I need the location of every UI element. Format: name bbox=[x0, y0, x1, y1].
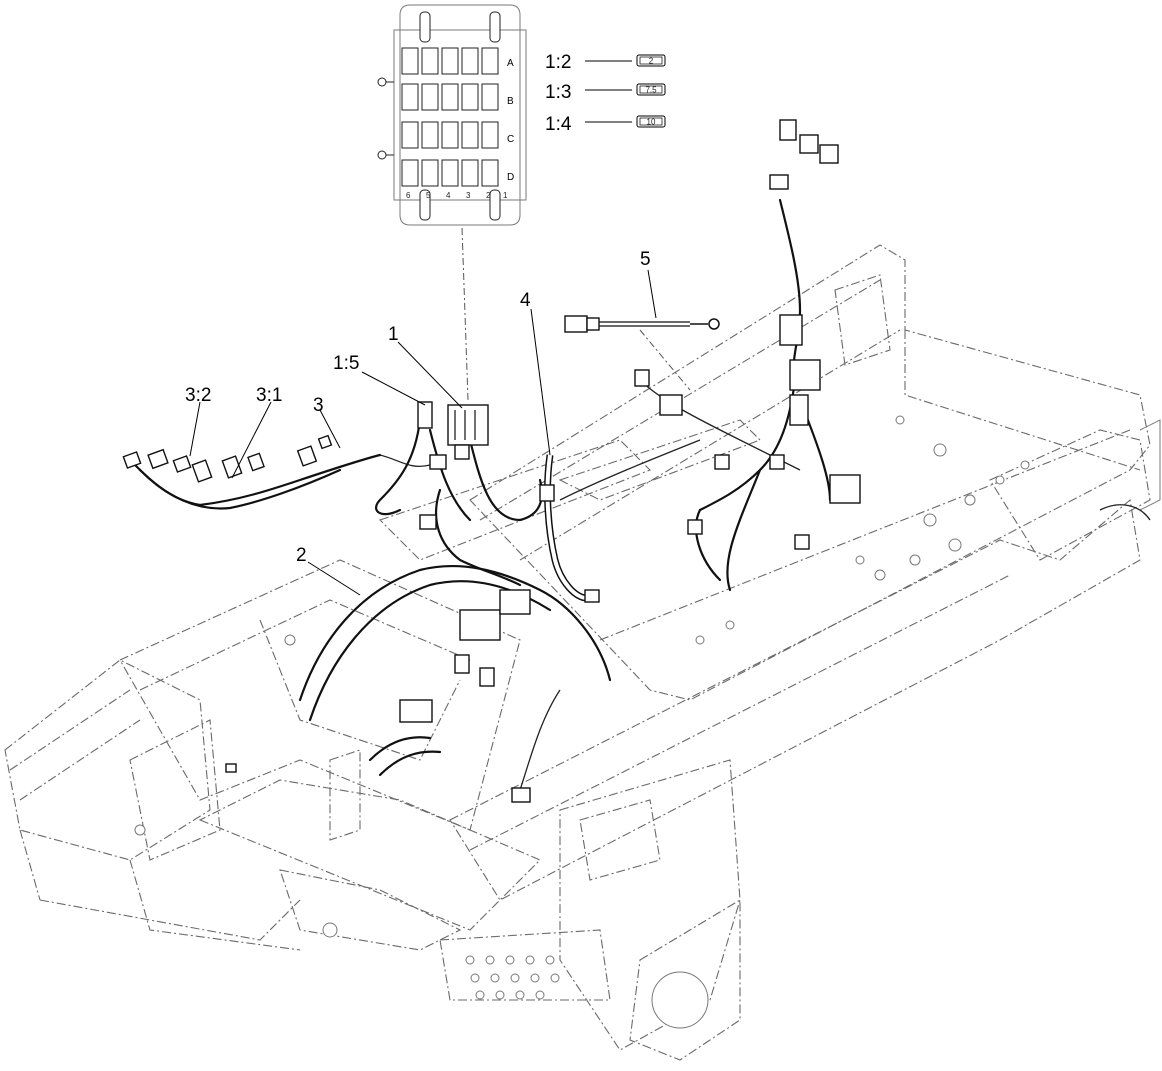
harness-2 bbox=[225, 564, 612, 803]
callout-3-2: 3:2 bbox=[185, 385, 211, 406]
fuse-rating-10: 10 bbox=[647, 118, 656, 127]
pos-number-2: 2 bbox=[486, 191, 491, 200]
row-letter-b: B bbox=[507, 96, 514, 107]
callout-1-2: 1:2 bbox=[545, 52, 571, 73]
callout-4: 4 bbox=[520, 290, 531, 311]
fuse-row-b bbox=[401, 83, 499, 111]
callout-3-1: 3:1 bbox=[256, 385, 282, 406]
pos-number-4: 4 bbox=[446, 191, 451, 200]
harness-4 bbox=[539, 454, 600, 603]
callout-1: 1 bbox=[388, 324, 399, 345]
callout-1-3: 1:3 bbox=[545, 82, 571, 103]
harness-3 bbox=[122, 434, 431, 510]
chassis-frame-drawing bbox=[4, 244, 1161, 1061]
leader-lines bbox=[189, 269, 657, 596]
harness-right bbox=[559, 119, 1151, 592]
battery-cable-icon bbox=[564, 315, 720, 333]
fuse-block-detail: A B C D 6 5 4 3 2 1 bbox=[377, 4, 527, 226]
callout-2: 2 bbox=[296, 545, 307, 566]
row-letter-c: C bbox=[507, 134, 514, 145]
row-letter-d: D bbox=[507, 172, 514, 183]
callout-1-4: 1:4 bbox=[545, 114, 572, 135]
harness-1 bbox=[375, 401, 543, 587]
fuse-legend: 2 7.5 10 bbox=[585, 54, 666, 128]
fuse-block-icon bbox=[447, 404, 489, 446]
fuse-row-c bbox=[401, 121, 499, 149]
callout-1-5: 1:5 bbox=[333, 353, 359, 374]
step-plate-holes bbox=[465, 955, 560, 1000]
fuse-row-a bbox=[401, 47, 499, 75]
fuse-rating-7-5: 7.5 bbox=[645, 86, 657, 95]
callout-labels: 1:2 1:3 1:4 1 1:5 3:2 3:1 3 4 5 2 bbox=[185, 52, 651, 566]
callout-5: 5 bbox=[640, 249, 651, 270]
pos-number-3: 3 bbox=[466, 191, 471, 200]
callout-3: 3 bbox=[313, 395, 324, 416]
row-letter-a: A bbox=[507, 58, 514, 69]
fuse-rating-2: 2 bbox=[649, 57, 654, 66]
pos-number-6: 6 bbox=[406, 191, 411, 200]
pos-number-5: 5 bbox=[426, 191, 431, 200]
fuse-row-d bbox=[401, 159, 499, 187]
pos-number-1: 1 bbox=[503, 191, 508, 200]
